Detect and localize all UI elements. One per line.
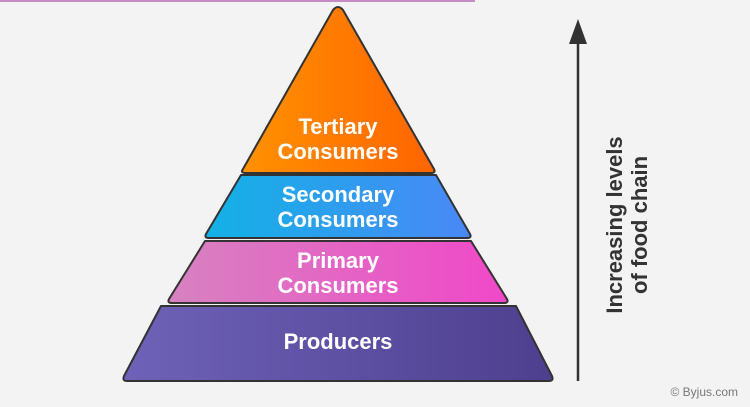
primary-consumers-tier xyxy=(167,240,509,304)
tertiary-label-2: Consumers xyxy=(277,139,398,164)
axis-label-2: of food chain xyxy=(627,156,652,294)
arrow-head-icon xyxy=(569,19,587,44)
primary-label-1: Primary xyxy=(297,248,380,273)
copyright-text: © Byjus.com xyxy=(670,385,738,399)
tertiary-label-1: Tertiary xyxy=(298,114,378,139)
secondary-label-2: Consumers xyxy=(277,207,398,232)
axis-label-1: Increasing levels xyxy=(602,136,627,313)
secondary-consumers-tier xyxy=(204,174,472,239)
top-accent-line xyxy=(0,0,475,2)
secondary-label-1: Secondary xyxy=(282,182,395,207)
producers-label: Producers xyxy=(284,329,393,354)
producers-tier xyxy=(122,305,554,382)
tertiary-consumers-tier xyxy=(241,6,436,174)
primary-label-2: Consumers xyxy=(277,273,398,298)
